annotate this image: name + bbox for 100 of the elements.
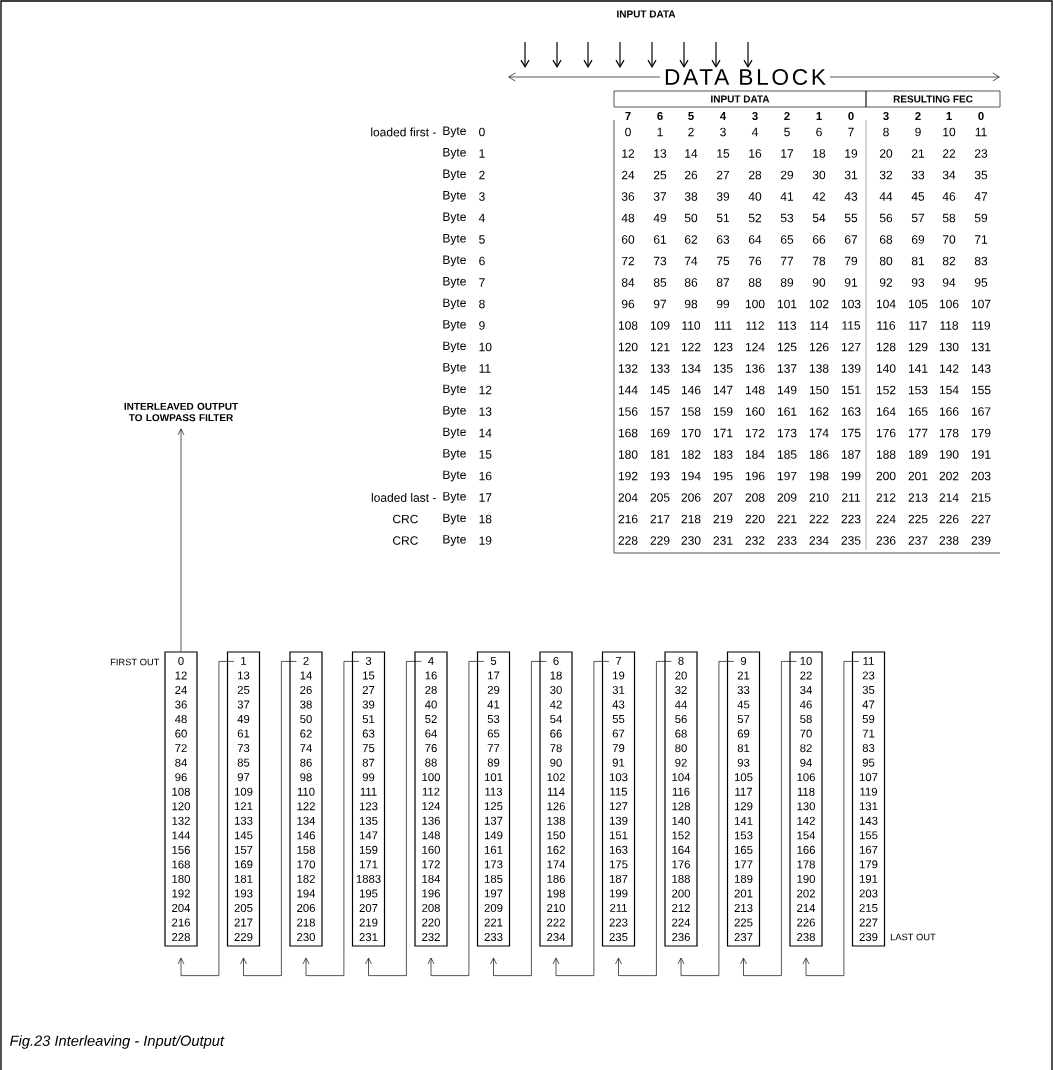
- table-cell: 12: [622, 149, 635, 158]
- table-cell: 155: [971, 385, 991, 395]
- table-cell: 172: [745, 428, 765, 438]
- table-cell: 100: [745, 299, 765, 309]
- row-number: 8: [479, 299, 485, 309]
- table-cell: 239: [971, 536, 991, 545]
- table-cell: 227: [971, 514, 991, 524]
- table-cell: 36: [621, 192, 635, 201]
- table-cell: 115: [842, 321, 861, 330]
- table-cell: 169: [650, 428, 670, 438]
- table-cell: 236: [876, 536, 896, 545]
- table-cell: 182: [681, 450, 701, 459]
- table-cell: 96: [621, 299, 635, 309]
- table-cell: 117: [909, 321, 927, 330]
- table-cell: 221: [777, 514, 797, 524]
- row-number: 5: [479, 235, 485, 244]
- table-cell: 54: [812, 213, 826, 223]
- table-cell: 189: [908, 450, 928, 459]
- table-cell: 22: [942, 149, 956, 158]
- table-cell: 25: [653, 170, 667, 180]
- table-cell: 208: [745, 493, 765, 502]
- column-box: 11 23 35 47 59 71 83 95 107 119 131 143 155 167 179 191 203 215 227 239: [851, 651, 886, 947]
- table-cell: 21: [911, 149, 925, 158]
- table-cell: 213: [908, 493, 928, 502]
- table-cell: 195: [713, 471, 733, 481]
- table-cell: 119: [972, 321, 990, 330]
- table-cell: 183: [713, 450, 733, 459]
- table-cell: 58: [942, 213, 956, 223]
- table-cell: 185: [777, 450, 797, 459]
- row-number: 7: [479, 278, 485, 287]
- table-cell: 209: [777, 493, 797, 502]
- row-label: CRC: [393, 536, 418, 545]
- column-box: 5 17 29 41 53 65 77 89 101 113 125 137 149 161 173 185 197 209 221 233: [476, 651, 511, 947]
- table-cell: 180: [618, 450, 638, 459]
- table-cell: 45: [911, 192, 925, 201]
- table-cell: 27: [716, 170, 730, 180]
- table-cell: 222: [809, 514, 829, 524]
- table-cell: 23: [974, 149, 988, 158]
- table-cell: 92: [879, 278, 893, 287]
- table-cell: 125: [777, 342, 797, 352]
- row-number: 4: [478, 213, 485, 223]
- column-box: 7 19 31 43 55 67 79 91 103 115 127 139 151 163 175 187 199 211 223 235: [601, 651, 636, 947]
- table-cell: 3: [720, 127, 726, 137]
- table-cell: 86: [684, 278, 698, 287]
- table-cell: 135: [713, 364, 733, 373]
- table-cell: 101: [777, 299, 797, 309]
- row-label: Byte: [443, 126, 466, 138]
- row-number: 15: [479, 450, 492, 459]
- table-cell: 0: [625, 127, 631, 137]
- table-cell: 223: [841, 514, 861, 524]
- table-cell: 118: [940, 321, 959, 330]
- table-cell: 142: [939, 364, 959, 373]
- table-cell: 50: [684, 213, 698, 223]
- table-cell: 163: [841, 407, 861, 416]
- table-cell: 76: [748, 256, 762, 266]
- table-cell: 7: [848, 127, 854, 137]
- row-number: 10: [479, 342, 492, 352]
- table-cell: 177: [908, 428, 928, 438]
- table-cell: 200: [876, 471, 896, 481]
- arrow: [365, 661, 422, 976]
- row-number: 12: [479, 385, 492, 395]
- table-cell: 167: [971, 407, 991, 416]
- table-cell: 158: [681, 407, 701, 416]
- table-cell: 201: [908, 471, 928, 481]
- table-cell: 66: [812, 235, 826, 244]
- table-cell: 229: [650, 536, 670, 545]
- table-cell: 49: [653, 213, 667, 223]
- column-number: 3: [883, 112, 889, 120]
- column-box: 2 14 26 38 50 62 74 86 98 110 122 134 146 158 170 182 194 206 218 230: [289, 651, 323, 947]
- table-cell: 106: [939, 299, 959, 309]
- row-label: Byte: [443, 406, 466, 417]
- table-cell: 161: [777, 407, 797, 416]
- table-cell: 136: [745, 364, 765, 373]
- table-cell: 84: [621, 278, 635, 287]
- table-cell: 34: [942, 170, 956, 180]
- table-cell: 178: [939, 428, 959, 438]
- table-cell: 173: [777, 428, 797, 438]
- table-cell: 137: [777, 364, 797, 373]
- table-cell: 31: [844, 170, 858, 180]
- column-box: 8 20 32 44 56 68 80 92 104 116 128 140 152 164 176 188 200 212 224 236: [664, 651, 698, 947]
- table-cell: 134: [681, 364, 701, 373]
- arrow: [677, 661, 735, 976]
- table-cell: 33: [911, 170, 925, 180]
- column-box: 6 18 30 42 54 66 78 90 102 114 126 138 150 162 174 186 198 210 222 234: [539, 651, 573, 947]
- column-number: 5: [688, 112, 694, 120]
- row-label: Byte: [443, 341, 466, 353]
- table-cell: 2: [688, 127, 694, 137]
- row-number: 1: [479, 149, 485, 158]
- table-cell: 69: [911, 235, 925, 244]
- table-cell: 18: [813, 149, 826, 158]
- table-cell: 51: [716, 213, 730, 223]
- arrow: [427, 661, 485, 976]
- row-number: 3: [479, 192, 485, 201]
- table-cell: 37: [653, 192, 667, 201]
- table-cell: 153: [908, 385, 928, 395]
- table-cell: 20: [879, 149, 893, 158]
- column-number: 4: [720, 112, 727, 120]
- table-cell: 123: [713, 342, 733, 352]
- table-cell: 151: [841, 385, 861, 395]
- table-cell: 26: [684, 170, 698, 180]
